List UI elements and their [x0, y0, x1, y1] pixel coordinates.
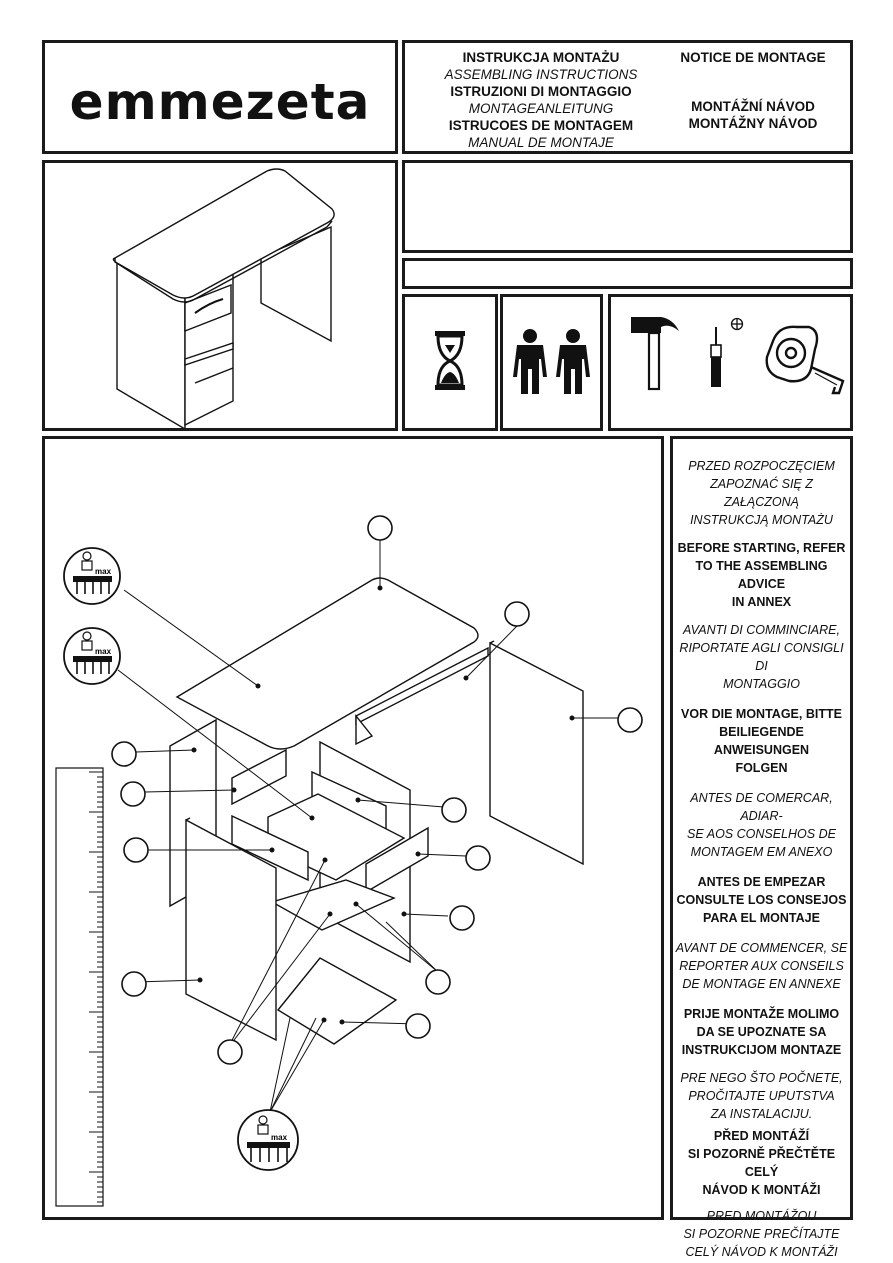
- note-1: BEFORE STARTING, REFER TO THE ASSEMBLING…: [677, 541, 846, 609]
- measuring-ruler: [55, 767, 104, 1207]
- note-8: PRE NEGO ŠTO POČNETE, PROČITAJTE UPUTSTV…: [680, 1071, 843, 1121]
- callout-circle: [504, 601, 530, 627]
- title-en: ASSEMBLING INSTRUCTIONS: [444, 67, 638, 82]
- exploded-view-diagram: max max max: [55, 515, 643, 1207]
- note-6: AVANT DE COMMENCER, SE REPORTER AUX CONS…: [675, 941, 848, 991]
- svg-text:max: max: [271, 1133, 288, 1142]
- desk-illustration: [112, 168, 335, 428]
- note-2: AVANTI DI COMMINCIARE, RIPORTATE AGLI CO…: [679, 623, 844, 691]
- product-name-box: [402, 160, 853, 253]
- note-5: ANTES DE EMPEZAR CONSULTE LOS CONSEJOS P…: [676, 875, 847, 925]
- instruction-titles: INSTRUKCJA MONTAŻU ASSEMBLING INSTRUCTIO…: [425, 49, 657, 151]
- callout-circle: [217, 1039, 243, 1065]
- callout-circle: [120, 781, 146, 807]
- brand-logo: emmezeta: [69, 73, 371, 131]
- callout-circle: [617, 707, 643, 733]
- callout-circle: [405, 1013, 431, 1039]
- callout-circle: [123, 837, 149, 863]
- tape-measure-icon: [765, 325, 845, 395]
- callout-circle: [367, 515, 393, 541]
- note-4: ANTES DE COMERCAR, ADIAR- SE AOS CONSELH…: [687, 791, 836, 859]
- note-0: PRZED ROZPOCZĘCIEM ZAPOZNAĆ SIĘ Z ZAŁĄCZ…: [688, 459, 835, 527]
- note-7: PRIJE MONTAŽE MOLIMO DA SE UPOZNATE SA I…: [681, 1007, 842, 1057]
- instruction-titles-right: NOTICE DE MONTAGE MONTÁŽNÍ NÁVOD MONTÁŽN…: [653, 49, 853, 132]
- logo-box: emmezeta: [42, 40, 398, 154]
- callout-circle: [465, 845, 491, 871]
- screwdriver-icon: [710, 327, 722, 387]
- note-3: VOR DIE MONTAGE, BITTE BEILIEGENDE ANWEI…: [681, 707, 842, 775]
- callout-circle: [441, 797, 467, 823]
- multilingual-notes: PRZED ROZPOCZĘCIEM ZAPOZNAĆ SIĘ Z ZAŁĄCZ…: [673, 457, 850, 1261]
- title-de: MONTAGEANLEITUNG: [468, 101, 614, 116]
- title-sk: MONTÁŽNY NÁVOD: [688, 116, 818, 131]
- svg-text:max: max: [95, 567, 112, 576]
- title-es: MANUAL DE MONTAJE: [468, 135, 614, 150]
- people-box: [500, 294, 603, 431]
- note-10: PRED MONTÁŽOU SI POZORNE PREČÍTAJTE CELÝ…: [683, 1209, 840, 1259]
- max-load-icon-1: max: [63, 547, 121, 605]
- callout-circle: [121, 971, 147, 997]
- exploded-diagram-box: max max max: [42, 436, 664, 1220]
- title-pt: ISTRUCOES DE MONTAGEM: [448, 118, 634, 133]
- max-load-icon-2: max: [63, 627, 121, 685]
- tools-illustration: [631, 317, 845, 395]
- hammer-icon: [631, 317, 679, 391]
- title-it: ISTRUZIONI DI MONTAGGIO: [450, 84, 632, 99]
- title-fr: NOTICE DE MONTAGE: [680, 50, 826, 65]
- title-box: INSTRUKCJA MONTAŻU ASSEMBLING INSTRUCTIO…: [402, 40, 853, 154]
- two-people-icon: [513, 329, 590, 394]
- time-box: [402, 294, 498, 431]
- note-9: PŘED MONTÁŽÍ SI POZORNĚ PŘEČTĚTE CELÝ NÁ…: [687, 1129, 836, 1197]
- callout-circle: [449, 905, 475, 931]
- phillips-icon: [730, 317, 744, 331]
- callout-circle: [111, 741, 137, 767]
- title-pl: INSTRUKCJA MONTAŻU: [462, 50, 620, 65]
- tools-box: [608, 294, 853, 431]
- product-code-box: [402, 258, 853, 289]
- hourglass-icon: [435, 331, 465, 390]
- notes-box: PRZED ROZPOCZĘCIEM ZAPOZNAĆ SIĘ Z ZAŁĄCZ…: [670, 436, 853, 1259]
- svg-text:max: max: [95, 647, 112, 656]
- title-cz: MONTÁŽNÍ NÁVOD: [691, 99, 815, 114]
- callout-circle: [425, 969, 451, 995]
- product-preview-box: [42, 160, 398, 431]
- max-load-icon-3: max: [237, 1109, 299, 1171]
